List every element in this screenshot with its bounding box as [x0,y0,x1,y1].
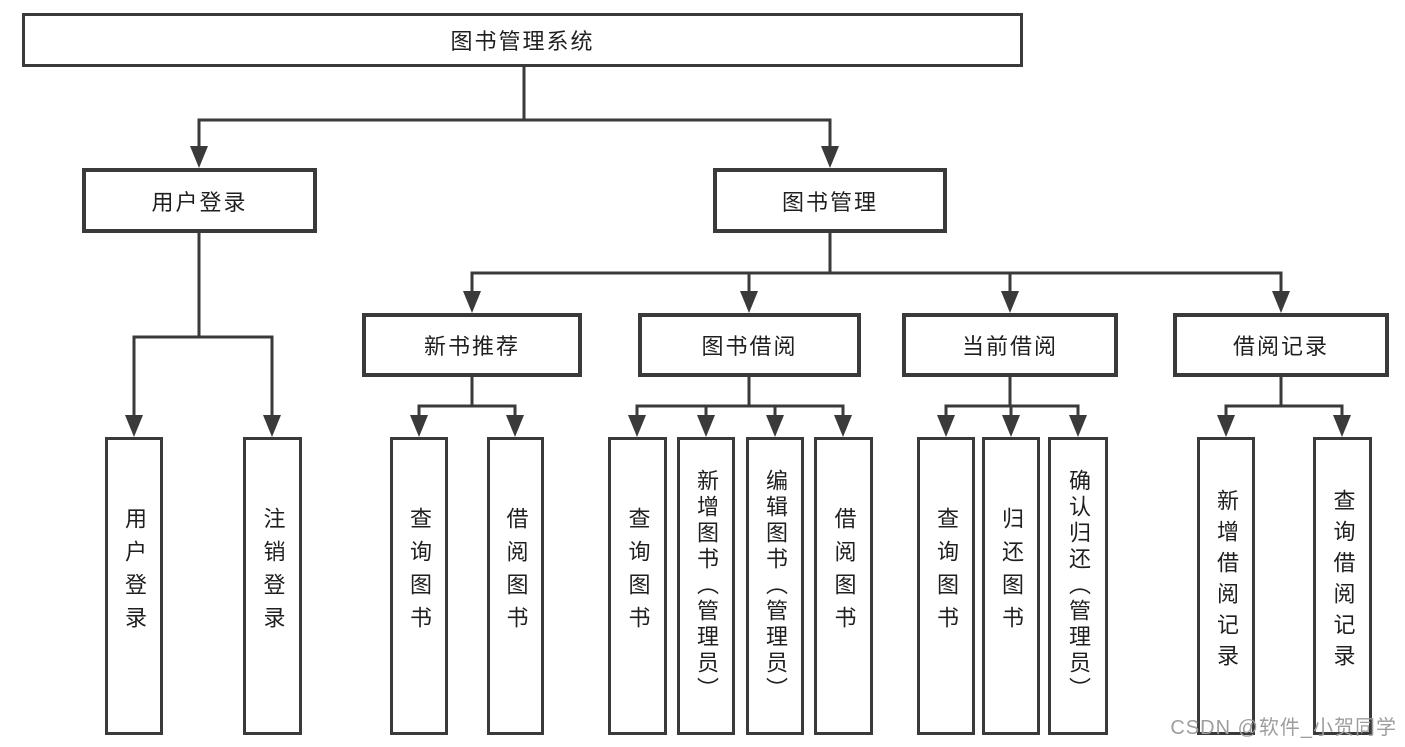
node-new-book-recommendation: 新书推荐 [362,313,582,377]
connector-book-borrow-trunk [635,375,845,408]
arrowheads [125,146,1351,437]
leaf-add-books-admin: 新增图书（管理员） [677,437,735,735]
node-borrowing-records: 借阅记录 [1173,313,1389,377]
leaf-query-borrow-record: 查询借阅记录 [1313,437,1372,735]
connector-book-mgmt-trunk [470,231,1283,275]
connector-current-borrow-trunk [944,375,1080,408]
connector-borrow-records-trunk [1224,375,1344,408]
leaf-recommend-query-books: 查询图书 [390,437,448,735]
leaf-logout: 注销登录 [243,437,302,735]
leaf-user-login: 用户登录 [105,437,163,735]
leaf-confirm-return-admin: 确认归还（管理员） [1048,437,1108,735]
leaf-borrowing-query-books: 查询图书 [608,437,667,735]
leaf-borrowing-borrow-books: 借阅图书 [814,437,873,735]
node-current-borrowing: 当前借阅 [902,313,1118,377]
node-book-borrowing: 图书借阅 [638,313,861,377]
leaf-edit-books-admin: 编辑图书（管理员） [746,437,804,735]
leaf-recommend-borrow-books: 借阅图书 [487,437,544,735]
connector-user-login-trunk [132,231,274,339]
node-user-login: 用户登录 [82,168,317,233]
connector-root-trunk [197,65,832,122]
connector-new-book-trunk [417,375,517,408]
node-book-management: 图书管理 [713,168,947,233]
leaf-return-books: 归还图书 [982,437,1040,735]
node-root-library-system: 图书管理系统 [22,13,1023,67]
csdn-watermark: CSDN @软件_小贺同学 [1170,717,1397,739]
leaf-add-borrow-record: 新增借阅记录 [1197,437,1255,735]
leaf-current-query-books: 查询图书 [917,437,975,735]
